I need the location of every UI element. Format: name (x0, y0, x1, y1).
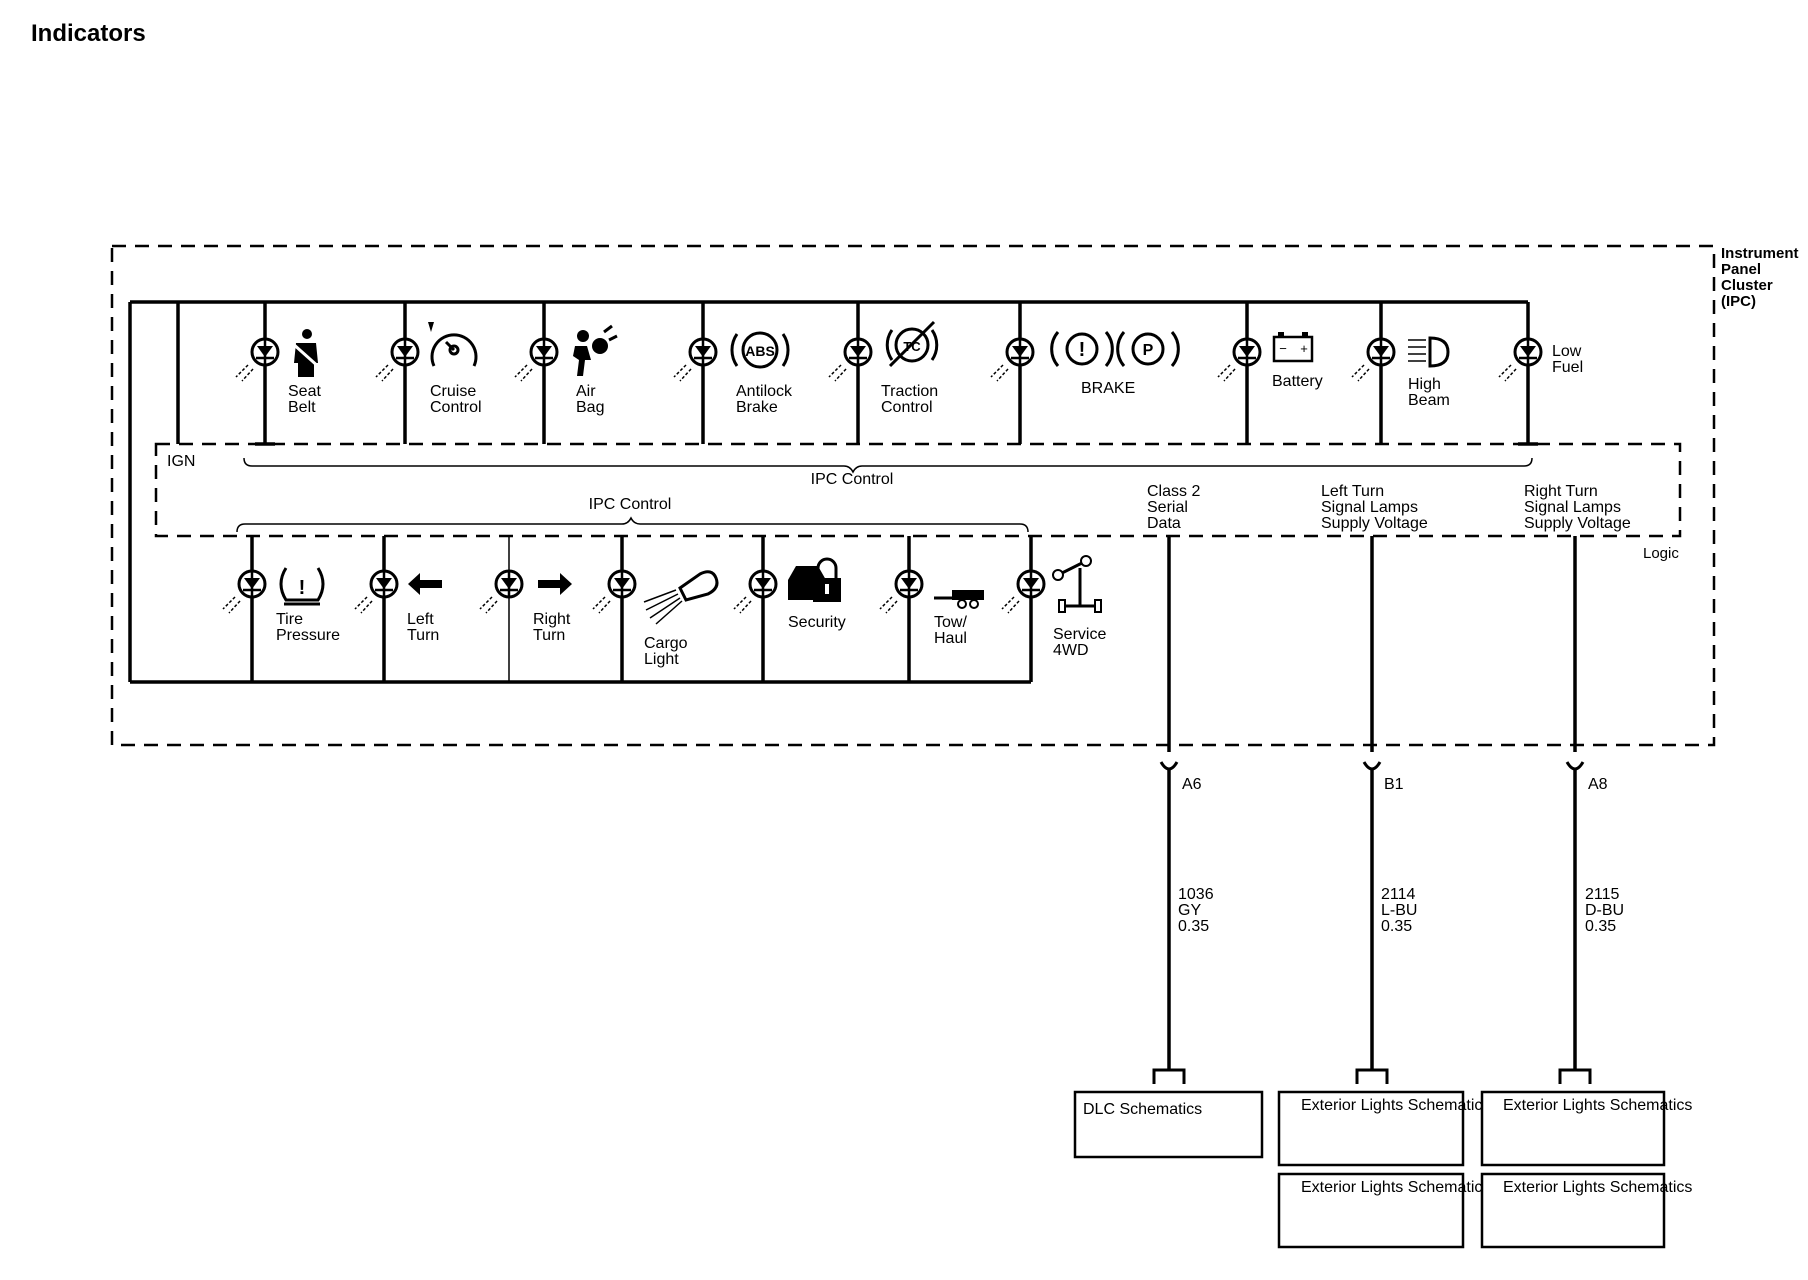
cruise-control-icon (428, 322, 478, 367)
exterior-lights-schematics-box-1[interactable] (1277, 1090, 1465, 1167)
seat-belt-icon (291, 329, 321, 377)
svg-text:TC: TC (903, 339, 921, 354)
exterior-lights-schematics-box-3[interactable] (1480, 1090, 1666, 1167)
indicator-security: Security (732, 557, 846, 631)
exterior-lights-schematics-box-2[interactable] (1277, 1172, 1465, 1249)
bottom-indicator-drops (250, 536, 1033, 682)
air-bag-icon (573, 324, 618, 376)
logic-block-outline (154, 442, 1682, 538)
connector-b1 (1362, 761, 1382, 771)
ign-label: IGN (167, 453, 195, 470)
svg-text:Exterior Lights Schematics: Exterior Lights Schematics (1503, 1097, 1692, 1114)
svg-text:Security: Security (788, 614, 846, 631)
svg-text:DLC Schematics: DLC Schematics (1083, 1101, 1202, 1118)
pin-b1: B1 (1384, 776, 1404, 793)
svg-text:Battery: Battery (1272, 373, 1323, 390)
security-icon (788, 557, 841, 602)
svg-text:Exterior Lights Schematics: Exterior Lights Schematics (1301, 1179, 1490, 1196)
indicator-battery: − + Battery (1216, 332, 1323, 390)
svg-text:−: − (1279, 341, 1287, 356)
indicator-brake: ! P BRAKE (989, 331, 1180, 397)
pin-a8: A8 (1588, 776, 1608, 793)
ipc-module-outline (110, 244, 1716, 747)
abs-icon: ABS (730, 331, 790, 369)
svg-text:Tow/Haul: Tow/Haul (934, 614, 967, 647)
svg-text:Exterior Lights Schematics: Exterior Lights Schematics (1503, 1179, 1692, 1196)
exterior-lights-schematics-box-4[interactable] (1480, 1172, 1666, 1249)
svg-text:P: P (1143, 342, 1154, 359)
service-4wd-icon (1052, 555, 1102, 613)
connector-a6 (1159, 761, 1179, 771)
right-arrow-icon (538, 573, 572, 595)
traction-control-icon: TC (885, 320, 939, 368)
cargo-light-icon (643, 570, 719, 625)
svg-text:BRAKE: BRAKE (1081, 380, 1135, 397)
tire-pressure-icon: ! (279, 567, 325, 606)
logic-label: Logic (1643, 545, 1679, 562)
ipc-control-top-label: IPC Control (811, 471, 894, 488)
high-beam-icon (1408, 336, 1450, 368)
svg-text:!: ! (299, 577, 306, 599)
left-arrow-icon (408, 573, 442, 595)
svg-text:ABS: ABS (745, 343, 775, 359)
dlc-schematics-box[interactable] (1073, 1090, 1264, 1159)
top-indicator-drops (255, 302, 1538, 446)
page-title: Indicators (31, 20, 146, 47)
battery-icon: − + (1272, 332, 1314, 363)
ipc-control-bottom-label: IPC Control (589, 496, 672, 513)
ipc-control-bottom-brace (236, 516, 1029, 533)
svg-text:!: ! (1079, 339, 1086, 361)
ipc-control-top-brace (243, 457, 1533, 474)
connector-a8 (1565, 761, 1585, 771)
svg-text:Exterior Lights Schematics: Exterior Lights Schematics (1301, 1097, 1490, 1114)
pin-a6: A6 (1182, 776, 1202, 793)
ipc-module-name: Instrument Panel Cluster (IPC) (1721, 245, 1803, 310)
brake-icon: ! P (1050, 331, 1180, 367)
tow-haul-icon (934, 590, 984, 609)
svg-text:+: + (1300, 341, 1308, 356)
indicator-tow-haul: Tow/Haul (878, 569, 984, 647)
